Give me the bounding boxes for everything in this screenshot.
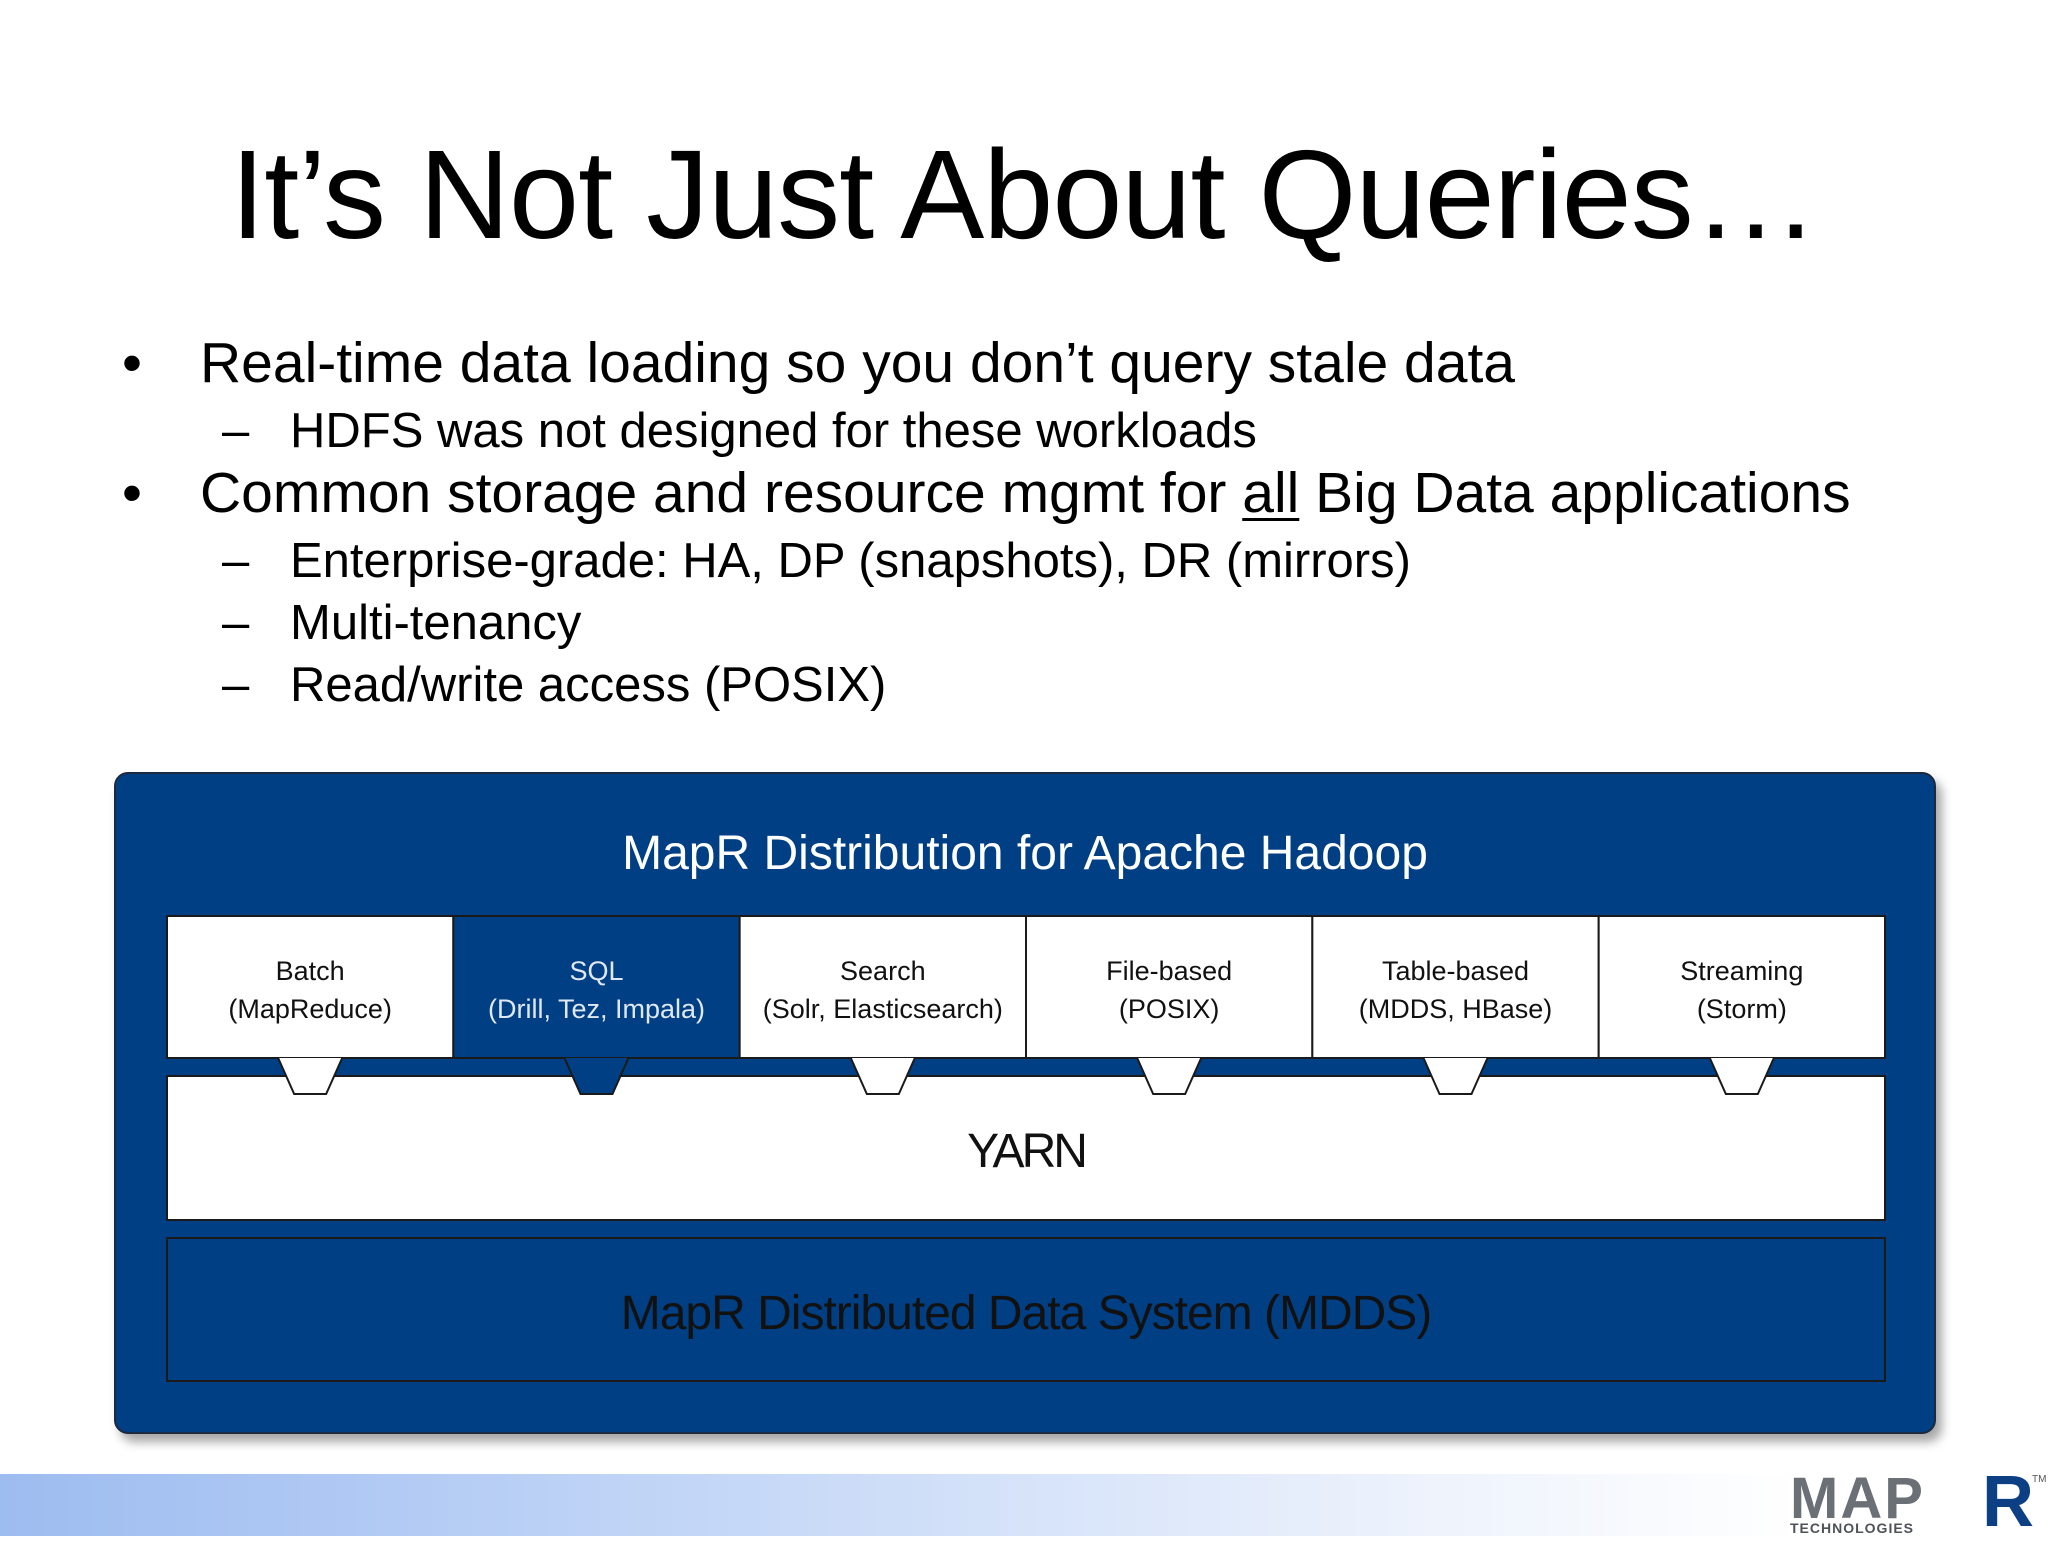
engine-label: File-based (POSIX) xyxy=(1026,952,1312,1028)
engine-connector xyxy=(850,1058,915,1094)
engine-connector xyxy=(564,1058,629,1094)
engine-connector-outline xyxy=(277,1057,344,1095)
engine-connector xyxy=(1709,1058,1774,1094)
engine-connector xyxy=(278,1058,343,1094)
bullet-list: • Real-time data loading so you don’t que… xyxy=(0,0,2048,720)
logo-subtitle: TECHNOLOGIES xyxy=(1790,1520,1915,1536)
bullet-marker: • xyxy=(122,331,142,395)
text-segment: Big Data applications xyxy=(1299,461,1851,525)
engine-box xyxy=(166,915,455,1059)
engine-label: Table-based (MDDS, HBase) xyxy=(1312,952,1598,1028)
bullet-marker: • xyxy=(122,461,142,525)
engine-detail: (Drill, Tez, Impala) xyxy=(487,994,706,1024)
text-segment: Real-time data loading so you don’t quer… xyxy=(200,331,1515,395)
engine-box xyxy=(738,915,1028,1059)
logo-trademark: TM xyxy=(2032,1474,2047,1485)
emphasis-text: all xyxy=(1242,461,1300,525)
engine-connector-outline xyxy=(1708,1057,1775,1095)
engine-connector xyxy=(1137,1058,1202,1094)
logo-r: R xyxy=(1982,1462,2034,1542)
dash-marker: – xyxy=(222,596,250,650)
text-segment: Read/write access (POSIX) xyxy=(290,658,887,712)
engine-connector-outline xyxy=(1136,1057,1203,1095)
engine-name: File-based xyxy=(1106,956,1233,986)
yarn-label: YARN xyxy=(967,1125,1088,1178)
mdds-box xyxy=(166,1237,1886,1382)
engine-label: Streaming (Storm) xyxy=(1599,952,1885,1028)
text-segment: HDFS was not designed for these workload… xyxy=(290,404,1257,458)
dash-marker: – xyxy=(222,404,250,458)
engine-label: SQL (Drill, Tez, Impala) xyxy=(453,952,739,1028)
engine-name: Streaming xyxy=(1680,956,1804,986)
engine-connector-outline xyxy=(849,1057,916,1095)
bullet-text: Real-time data loading so you don’t quer… xyxy=(200,330,1515,396)
engine-connector-outline xyxy=(563,1057,630,1095)
mdds-label: MapR Distributed Data System (MDDS) xyxy=(620,1287,1433,1340)
engine-name: SQL xyxy=(569,956,624,986)
slide-title: It’s Not Just About Queries… xyxy=(230,124,1818,265)
mapr-logo: MAP R TECHNOLOGIES TM xyxy=(1786,1466,2048,1538)
engine-detail: (Solr, Elasticsearch) xyxy=(762,994,1003,1024)
engine-label: Batch (MapReduce) xyxy=(167,952,453,1028)
engine-box xyxy=(1597,915,1886,1059)
engine-name: Table-based xyxy=(1381,956,1530,986)
engine-detail: (MapReduce) xyxy=(228,994,392,1024)
bullet-text: Enterprise-grade: HA, DP (snapshots), DR… xyxy=(290,532,1411,590)
footer-band xyxy=(0,1474,2048,1536)
engine-box xyxy=(452,915,741,1059)
engine-detail: (Storm) xyxy=(1696,994,1787,1024)
bullet-text: Multi-tenancy xyxy=(290,594,581,652)
text-segment: Common storage and resource mgmt for xyxy=(200,461,1243,525)
engine-name: Search xyxy=(840,956,926,986)
engine-detail: (POSIX) xyxy=(1118,994,1220,1024)
logo-text: MAP xyxy=(1790,1466,1925,1531)
bullet-text: Common storage and resource mgmt for all… xyxy=(200,460,1851,526)
engine-label: Search (Solr, Elasticsearch) xyxy=(740,952,1026,1028)
engine-connector-outline xyxy=(1422,1057,1489,1095)
engine-box xyxy=(1311,915,1600,1059)
dash-marker: – xyxy=(222,658,250,712)
bullet-text: Read/write access (POSIX) xyxy=(290,656,886,714)
bullet-text: HDFS was not designed for these workload… xyxy=(290,402,1257,460)
text-segment: Enterprise-grade: HA, DP (snapshots), DR… xyxy=(290,534,1411,588)
engine-detail: (MDDS, HBase) xyxy=(1358,994,1553,1024)
engine-connector xyxy=(1423,1058,1488,1094)
panel-title: MapR Distribution for Apache Hadoop xyxy=(622,827,1428,880)
yarn-box xyxy=(166,1075,1886,1221)
text-segment: Multi-tenancy xyxy=(290,596,582,650)
dash-marker: – xyxy=(222,534,250,588)
engine-name: Batch xyxy=(275,956,345,986)
